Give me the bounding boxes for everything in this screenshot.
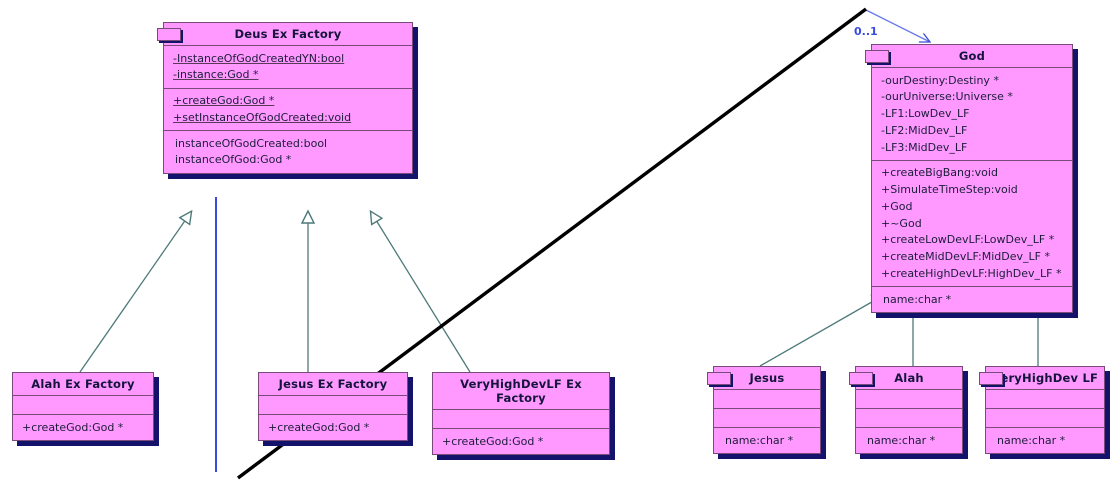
class-member: name:char * [725, 433, 794, 447]
class-tab-icon [707, 372, 731, 385]
multiplicity-label-god: 0..1 [854, 25, 878, 38]
attributes-compartment [433, 409, 609, 428]
class-title: VeryHighDev LF [991, 371, 1099, 385]
class-member: instanceOfGod:God * [175, 153, 292, 167]
attributes-compartment [259, 395, 407, 414]
class-veryhighdev-lf[interactable]: VeryHighDev LF name:char * [979, 366, 1105, 454]
class-title: Jesus Ex Factory [278, 377, 388, 391]
class-alah-ex-factory[interactable]: Alah Ex Factory +createGod:God * [12, 372, 154, 441]
extras-compartment: name:char * [714, 427, 820, 453]
class-member: -instance:God * [173, 68, 259, 82]
class-member: +createHighDevLF:HighDev_LF * [881, 266, 1062, 280]
generalization-veryhighdevlf-ex-factory [371, 212, 471, 373]
class-tab-icon [157, 28, 181, 41]
generalization-alah-ex-factory [79, 212, 191, 373]
attributes-compartment [13, 395, 153, 414]
class-veryhighdevlf-ex-factory[interactable]: VeryHighDevLF Ex Factory +createGod:God … [432, 372, 610, 455]
attributes-compartment: -InstanceOfGodCreatedYN:bool -instance:G… [164, 45, 412, 88]
class-member: -ourDestiny:Destiny * [881, 73, 999, 87]
operations-compartment [714, 408, 820, 427]
class-member: +createMidDevLF:MidDev_LF * [881, 250, 1050, 263]
attributes-compartment [714, 389, 820, 408]
class-member: +setInstanceOfGodCreated:void [173, 110, 352, 124]
operations-compartment: +createBigBang:void +SimulateTimeStep:vo… [872, 159, 1072, 286]
operations-compartment [986, 408, 1104, 427]
class-member: instanceOfGodCreated:bool [175, 136, 328, 150]
class-member: name:char * [997, 433, 1066, 447]
attributes-compartment [856, 389, 962, 408]
extras-compartment: instanceOfGodCreated:bool instanceOfGod:… [164, 130, 412, 173]
operations-compartment: +createGod:God * [433, 428, 609, 454]
class-tab-icon [865, 50, 889, 63]
class-tab-icon [849, 372, 873, 385]
operations-compartment [856, 408, 962, 427]
class-member: name:char * [867, 433, 936, 447]
attributes-compartment: -ourDestiny:Destiny * -ourUniverse:Unive… [872, 67, 1072, 160]
class-member: +createGod:God * [22, 420, 124, 434]
class-member: +createLowDevLF:LowDev_LF * [881, 233, 1055, 247]
generalization-jesus [759, 295, 884, 367]
class-member: +createGod:God * [173, 94, 275, 107]
extras-compartment: name:char * [986, 427, 1104, 453]
class-member: +createGod:God * [268, 420, 370, 434]
class-member: -InstanceOfGodCreatedYN:bool [173, 51, 345, 65]
class-member: +createGod:God * [442, 434, 544, 448]
class-member: +~God [881, 216, 922, 230]
class-member: name:char * [883, 292, 952, 306]
operations-compartment: +createGod:God * [13, 414, 153, 440]
operations-compartment: +createGod:God * +setInstanceOfGodCreate… [164, 87, 412, 131]
class-title: VeryHighDevLF Ex Factory [460, 377, 582, 405]
class-title: Alah [894, 371, 924, 385]
class-member: -LF1:LowDev_LF [881, 107, 970, 120]
class-member: -ourUniverse:Universe * [881, 90, 1013, 104]
extras-compartment: name:char * [856, 427, 962, 453]
class-tab-icon [979, 372, 1003, 385]
class-jesus-ex-factory[interactable]: Jesus Ex Factory +createGod:God * [258, 372, 408, 441]
class-member: -LF2:MidDev_LF [881, 123, 968, 137]
class-god[interactable]: God -ourDestiny:Destiny * -ourUniverse:U… [865, 44, 1073, 313]
extras-compartment: name:char * [872, 286, 1072, 312]
class-member: +God [881, 199, 913, 213]
class-title: Deus Ex Factory [234, 27, 342, 41]
class-title: Alah Ex Factory [31, 377, 135, 391]
operations-compartment: +createGod:God * [259, 414, 407, 440]
class-member: +createBigBang:void [881, 166, 998, 180]
class-alah[interactable]: Alah name:char * [849, 366, 963, 454]
class-jesus[interactable]: Jesus name:char * [707, 366, 821, 454]
class-deus-ex-factory[interactable]: Deus Ex Factory -InstanceOfGodCreatedYN:… [157, 22, 413, 174]
class-member: -LF3:MidDev_LF [881, 140, 968, 154]
attributes-compartment [986, 389, 1104, 408]
class-member: +SimulateTimeStep:void [881, 183, 1018, 196]
class-title: God [958, 49, 986, 63]
